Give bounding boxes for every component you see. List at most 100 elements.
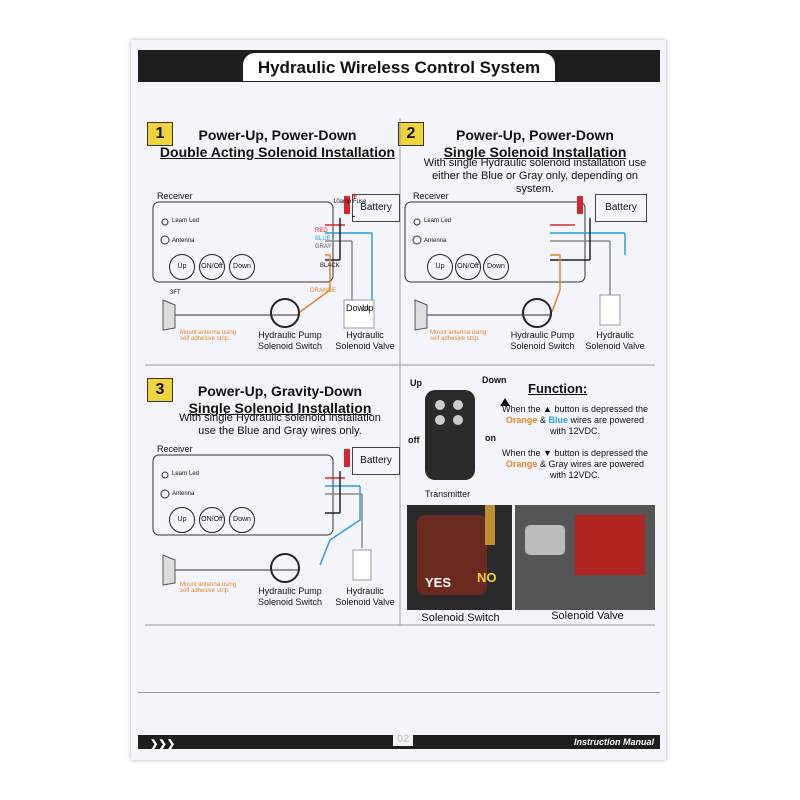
remote-on-label: on [485, 433, 496, 443]
down-triangle-icon: ▼ [543, 448, 552, 458]
pump-switch-label-2: Hydraulic Pump Solenoid Switch [510, 330, 575, 351]
battery-3: Battery [352, 447, 400, 475]
instruction-manual-label: Instruction Manual [573, 737, 654, 747]
orange-word-2: Orange [505, 459, 538, 469]
onoff-button-3: ON/Off [199, 507, 225, 533]
valve-coil [575, 515, 645, 575]
valve-label-3: Hydraulic Solenoid Valve [335, 586, 395, 607]
wire-black-label-1: BLACK [320, 263, 340, 269]
section-2-title: Power-Up, Power-Down Single Solenoid Ins… [410, 127, 660, 161]
with12-1: with 12VDC. [549, 426, 601, 436]
learn-led-label-2: Learn Led [424, 218, 452, 224]
wire-blue-label-1: BLUE [315, 236, 331, 242]
section-2-title-line1: Power-Up, Power-Down [456, 127, 614, 143]
section-1-title-line2: Double Acting Solenoid Installation [159, 144, 396, 160]
up-button-2: Up [427, 254, 453, 280]
mount-note-1: Mount antenna using self adhesive strip. [180, 330, 237, 342]
remote-down-label: Down [482, 375, 507, 385]
pump-switch-label-3: Hydraulic Pump Solenoid Switch [257, 586, 323, 607]
valve-label-2: Hydraulic Solenoid Valve [585, 330, 645, 351]
remote-transmitter [425, 390, 510, 480]
learn-led-label-3: Learn Led [172, 471, 200, 477]
section-3-description: With single Hydraulic solenoid installat… [179, 412, 381, 437]
solenoid-switch-caption: Solenoid Switch [421, 612, 500, 624]
wire-red-label-1: RED [315, 228, 328, 234]
mount-note-3: Mount antenna using self adhesive strip. [180, 582, 237, 594]
receiver-label-1: Receiver [157, 191, 193, 201]
no-label: NO [477, 570, 497, 585]
remote-off-label: off [408, 435, 420, 445]
up-button-1: Up [169, 254, 195, 280]
wires-powered-1: wires are powered [570, 415, 645, 425]
wiring-diagram-2 [404, 196, 626, 331]
battery-plus-1: + [352, 191, 358, 201]
function-down-prefix: When the [501, 448, 541, 458]
onoff-button-1: ON/Off [199, 254, 225, 280]
function-up-prefix: When the [501, 404, 541, 414]
wire-gray-label-1: GRAY [315, 244, 332, 250]
section-3-title: Power-Up, Gravity-Down Single Solenoid I… [165, 383, 395, 417]
blue-word: Blue [548, 415, 568, 425]
down-button-2: Down [483, 254, 509, 280]
valve-down-label: Down [346, 303, 370, 313]
section-3-number: 3 [147, 378, 173, 402]
wiring-diagram-3 [152, 449, 372, 586]
up-triangle-icon: ▲ [543, 404, 552, 414]
wire-orange-label-1: ORANGE [310, 288, 337, 294]
function-up-text: When the ▲ button is depressed the Orang… [490, 404, 660, 437]
terminal-post [485, 505, 495, 545]
battery-2: Battery [595, 194, 647, 222]
three-ft-label-1: 3FT [170, 290, 181, 296]
title-bar: Hydraulic Wireless Control System [138, 50, 660, 82]
manual-page [131, 40, 666, 760]
function-title: Function: [528, 381, 588, 396]
page-number: 02 [393, 732, 414, 746]
antenna-label-2: Antenna [424, 238, 447, 244]
battery-minus-1: - [352, 211, 355, 221]
switch-body [417, 515, 487, 595]
chevron-icons: ❯❯❯ [150, 739, 176, 750]
page-title: Hydraulic Wireless Control System [243, 53, 555, 81]
valve-label-1: Hydraulic Solenoid Valve [335, 330, 395, 351]
with12-2: with 12VDC. [549, 470, 601, 480]
section-1-number: 1 [147, 122, 173, 146]
content-frame [138, 82, 660, 693]
solenoid-switch-photo: YES NO [407, 505, 512, 610]
footer-bar: 02 Instruction Manual [138, 732, 660, 749]
section-2-number: 2 [398, 122, 424, 146]
transmitter-label: Transmitter [425, 489, 471, 499]
valve-up-label: Up [362, 303, 374, 313]
section-2-title-line2: Single Solenoid Installation [443, 144, 627, 160]
fuse-label-1: 10amp Fuse [333, 199, 367, 205]
battery-1: Battery [352, 194, 400, 222]
pump-switch-label-1: Hydraulic Pump Solenoid Switch [257, 330, 323, 351]
valve-body [525, 525, 565, 555]
receiver-label-2: Receiver [413, 191, 449, 201]
section-3-title-line2: Single Solenoid Installation [188, 400, 372, 416]
function-down-text: When the ▼ button is depressed the Orang… [490, 448, 660, 481]
solenoid-valve-caption: Solenoid Valve [551, 610, 624, 622]
function-down-suffix: button is depressed the [554, 448, 649, 458]
amp-2: & [539, 459, 546, 469]
antenna-label-1: Antenna [172, 238, 195, 244]
antenna-label-3: Antenna [172, 491, 195, 497]
wiring-diagram-1 [152, 196, 375, 331]
up-button-3: Up [169, 507, 195, 533]
gray-word: Gray [548, 459, 568, 469]
section-2-description: With single Hydraulic solenoid installat… [423, 157, 647, 195]
onoff-button-2: ON/Off [455, 254, 481, 280]
down-button-1: Down [229, 254, 255, 280]
function-up-suffix: button is depressed the [554, 404, 649, 414]
section-3-title-line1: Power-Up, Gravity-Down [197, 383, 363, 399]
remote-up-label: Up [410, 378, 422, 388]
yes-label: YES [425, 575, 452, 590]
learn-led-label-1: Learn Led [172, 218, 200, 224]
section-1-title-line1: Power-Up, Power-Down [198, 127, 357, 143]
mount-note-2: Mount antenna using self adhesive strip. [430, 330, 487, 342]
amp-1: & [539, 415, 546, 425]
receiver-label-3: Receiver [157, 444, 193, 454]
section-1-title: Power-Up, Power-Down Double Acting Solen… [150, 127, 405, 161]
solenoid-valve-photo [515, 505, 655, 610]
orange-word-1: Orange [505, 415, 538, 425]
